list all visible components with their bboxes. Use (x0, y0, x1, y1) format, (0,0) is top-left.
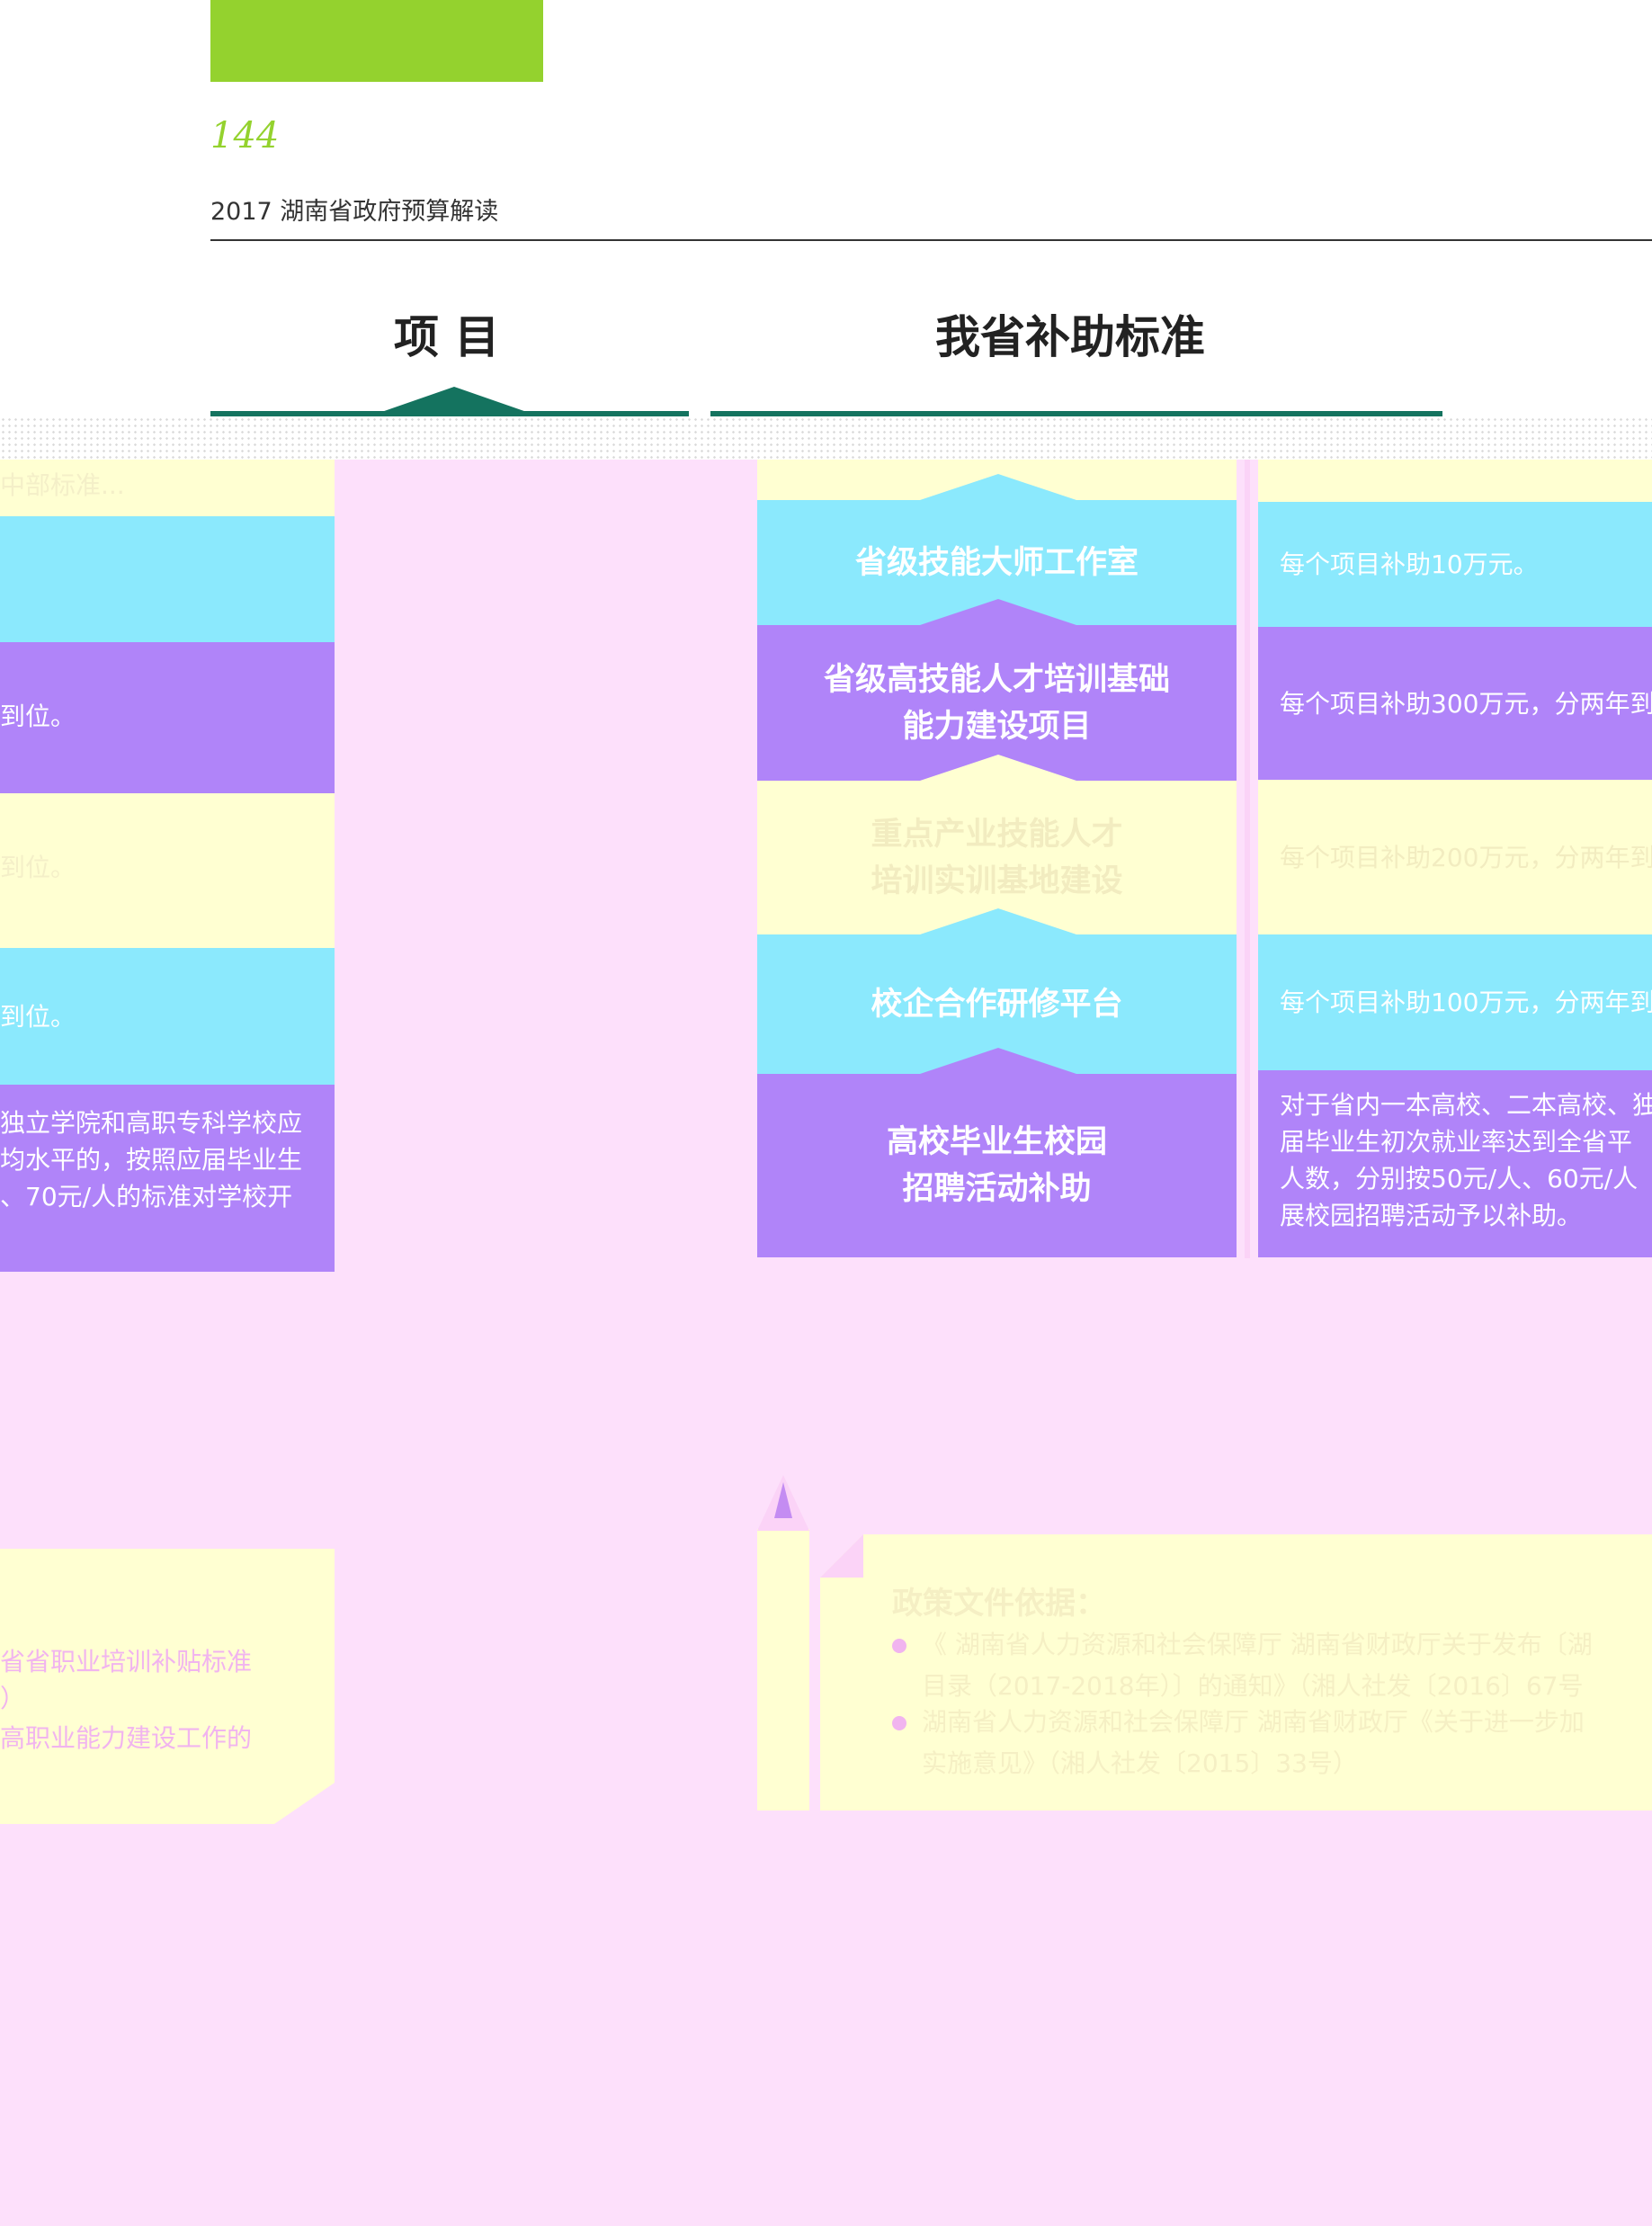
standard-text-5-line-1: 对于省内一本高校、二本高校、独 (1280, 1090, 1652, 1120)
standard-text-5-line-3: 人数，分别按50元/人、60元/人 (1280, 1164, 1639, 1193)
policy-title: 政策文件依据： (892, 1586, 1106, 1622)
left-row-3-text: 到位。 (0, 702, 76, 731)
policy-item-1-line-1: 《 湖南省人力资源和社会保障厅 湖南省财政厅关于发布〔湖 (922, 1630, 1593, 1659)
left-note-line-2: ） (0, 1684, 26, 1713)
project-cell-2: 省级高技能人才培训基础 能力建设项目 (757, 625, 1237, 781)
policy-bullet-2 (892, 1716, 906, 1730)
standard-cell-1: 每个项目补助10万元。 (1258, 502, 1652, 627)
project-cell-5: 高校毕业生校园 招聘活动补助 (757, 1074, 1237, 1257)
standard-cell-5: 对于省内一本高校、二本高校、独 届毕业生初次就业率达到全省平 人数，分别按50元… (1258, 1070, 1652, 1257)
standard-cell-4: 每个项目补助100万元，分两年到 (1258, 934, 1652, 1070)
standard-text-5-line-2: 届毕业生初次就业率达到全省平 (1280, 1127, 1633, 1157)
green-corner-tab (210, 0, 543, 82)
column-divider-strip (1245, 460, 1250, 1258)
left-row-6-line-2: 均水平的，按照应届毕业生 (0, 1145, 303, 1175)
header-rule (210, 239, 1652, 241)
left-row-6-line-1: 独立学院和高职专科学校应 (0, 1108, 303, 1138)
standard-text-3: 每个项目补助200万元，分两年到 (1280, 842, 1652, 872)
dotted-band (0, 416, 1652, 460)
left-note-line-3: 高职业能力建设工作的 (0, 1723, 253, 1753)
left-row-1: 中部标准... (0, 460, 335, 516)
left-row-4: 到位。 (0, 793, 335, 948)
pencil-gap (809, 1529, 817, 1810)
policy-item-2-line-2: 实施意见》（湘人社发〔2015〕33号） (922, 1748, 1358, 1778)
pencil-icon (757, 1529, 809, 1810)
page-number: 144 (210, 115, 280, 156)
project-name-4: 校企合作研修平台 (871, 986, 1123, 1023)
standard-text-5-line-4: 展校园招聘活动予以补助。 (1280, 1201, 1583, 1230)
column-header-standard: 我省补助标准 (935, 310, 1205, 363)
left-row-5-text: 到位。 (0, 1002, 76, 1032)
standard-text-2: 每个项目补助300万元，分两年到 (1280, 688, 1652, 719)
project-name-3: 重点产业技能人才 培训实训基地建设 (871, 816, 1123, 899)
standard-cell-2: 每个项目补助300万元，分两年到 (1258, 627, 1652, 780)
project-name-2: 省级高技能人才培训基础 能力建设项目 (823, 661, 1170, 745)
left-row-5: 到位。 (0, 948, 335, 1085)
left-row-3: 到位。 (0, 642, 335, 793)
project-name-1: 省级技能大师工作室 (854, 544, 1139, 581)
standard-cell-3: 每个项目补助200万元，分两年到 (1258, 780, 1652, 934)
policy-box (820, 1534, 1652, 1810)
policy-bullet-1 (892, 1639, 906, 1653)
policy-fold-corner (820, 1534, 863, 1578)
left-note-line-1: 省省职业培训补贴标准 (0, 1647, 253, 1676)
left-row-6: 独立学院和高职专科学校应 均水平的，按照应届毕业生 、70元/人的标准对学校开 (0, 1085, 335, 1272)
standard-text-4: 每个项目补助100万元，分两年到 (1280, 988, 1652, 1017)
policy-item-2-line-1: 湖南省人力资源和社会保障厅 湖南省财政厅《关于进一步加 (922, 1707, 1585, 1737)
left-note-box: 省省职业培训补贴标准 ） 高职业能力建设工作的 (0, 1549, 335, 1824)
project-cell-1: 省级技能大师工作室 (757, 500, 1237, 625)
left-row-6-line-3: 、70元/人的标准对学校开 (0, 1182, 293, 1211)
standard-row-top (1258, 460, 1652, 502)
project-name-5: 高校毕业生校园 招聘活动补助 (886, 1124, 1107, 1207)
left-row-4-text: 到位。 (0, 853, 76, 882)
policy-item-1-line-2: 目录（2017-2018年）〕的通知》（湘人社发〔2016〕67号 (922, 1671, 1584, 1701)
left-row-2 (0, 516, 335, 642)
column-header-project: 项 目 (394, 310, 500, 363)
header-underline-right (710, 411, 1442, 416)
standard-text-1: 每个项目补助10万元。 (1280, 550, 1539, 579)
left-row-1-text: 中部标准... (0, 470, 125, 500)
running-title: 2017 湖南省政府预算解读 (210, 198, 499, 226)
